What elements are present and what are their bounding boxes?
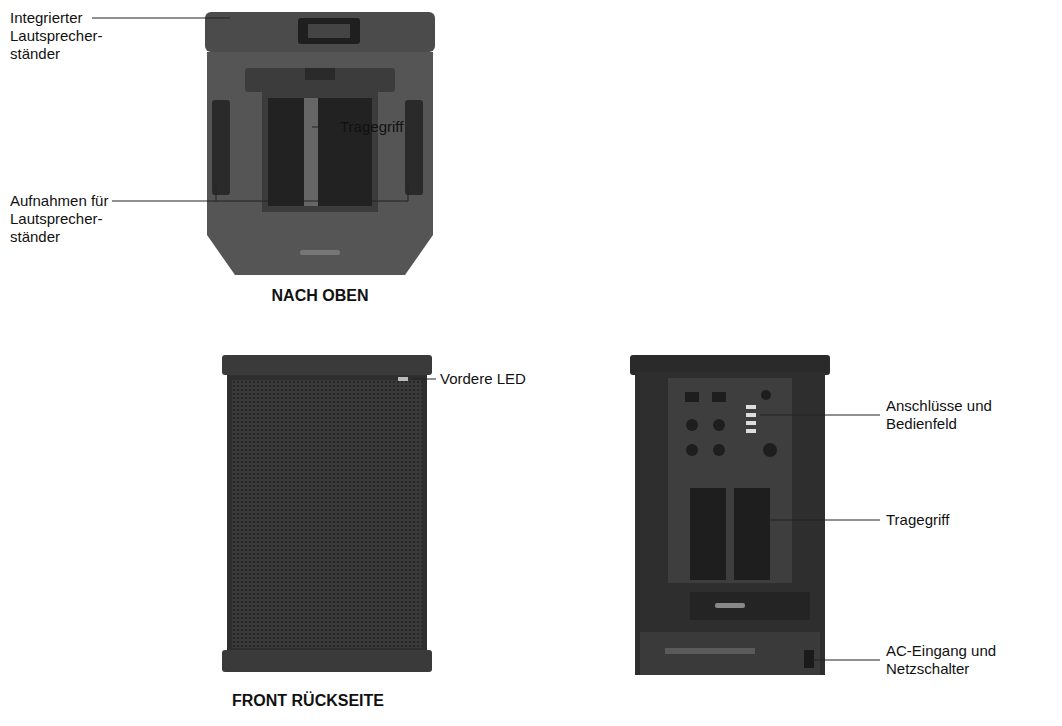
handle-slot: [268, 98, 304, 206]
connector: [712, 392, 726, 402]
logo-mark: [715, 603, 745, 608]
grille: [232, 380, 422, 648]
stand-receptacle: [405, 100, 423, 195]
part-label: Tragegriff: [886, 511, 949, 529]
connector: [713, 444, 725, 456]
part-label: Anschlüsse und Bedienfeld: [886, 397, 1004, 433]
ac-inlet: [804, 650, 814, 668]
leader-line: [92, 18, 230, 19]
back-view: [630, 355, 830, 675]
front-led: [398, 377, 408, 381]
rating-label: [665, 648, 755, 654]
indicator: [746, 429, 756, 433]
stand-socket-pins: [308, 24, 350, 38]
part-label: Tragegriff: [340, 118, 403, 136]
part-label: Vordere LED: [440, 370, 526, 388]
leader-line: [216, 183, 217, 201]
carry-handle: [304, 98, 318, 206]
leader-line: [770, 520, 880, 521]
latch: [305, 68, 335, 80]
view-title: NACH OBEN: [272, 287, 369, 305]
top-view: [205, 12, 435, 275]
handle-slot: [734, 488, 770, 580]
stand-receptacle: [212, 100, 230, 195]
power-panel: [640, 632, 820, 675]
control-panel: [668, 378, 792, 583]
part-label: AC-Eingang und Netzschalter: [886, 642, 1008, 678]
connector: [686, 419, 698, 431]
knob: [761, 390, 771, 400]
leader-line: [760, 415, 880, 416]
stand-socket: [298, 18, 360, 44]
speaker-body: [635, 372, 825, 675]
leader-lines: [92, 18, 880, 660]
handle-tray: [262, 92, 378, 212]
connector: [686, 444, 698, 456]
leader-line: [312, 127, 336, 128]
indicator: [746, 405, 756, 409]
speaker-body: [227, 375, 427, 650]
part-label: Aufnahmen für Lautsprecher- ständer: [10, 192, 115, 246]
knob: [763, 443, 777, 457]
leader-line: [412, 379, 436, 380]
handle-slot: [690, 488, 726, 580]
indicator: [746, 413, 756, 417]
connector: [685, 392, 699, 402]
leader-line: [112, 201, 408, 202]
logo-mark: [300, 250, 340, 255]
speaker-body: [207, 52, 433, 275]
top-cap: [222, 355, 432, 375]
front-view: [222, 355, 432, 672]
speaker-stand: [205, 12, 435, 52]
leader-line: [812, 660, 880, 661]
base: [222, 650, 432, 672]
logo-band: [690, 592, 810, 620]
indicator: [746, 421, 756, 425]
connector: [713, 419, 725, 431]
top-recess: [245, 68, 395, 92]
view-title: FRONT RÜCKSEITE: [232, 692, 384, 710]
handle-slot: [318, 98, 372, 206]
leader-line: [408, 183, 409, 201]
part-label: Integrierter Lautsprecher- ständer: [10, 9, 115, 63]
